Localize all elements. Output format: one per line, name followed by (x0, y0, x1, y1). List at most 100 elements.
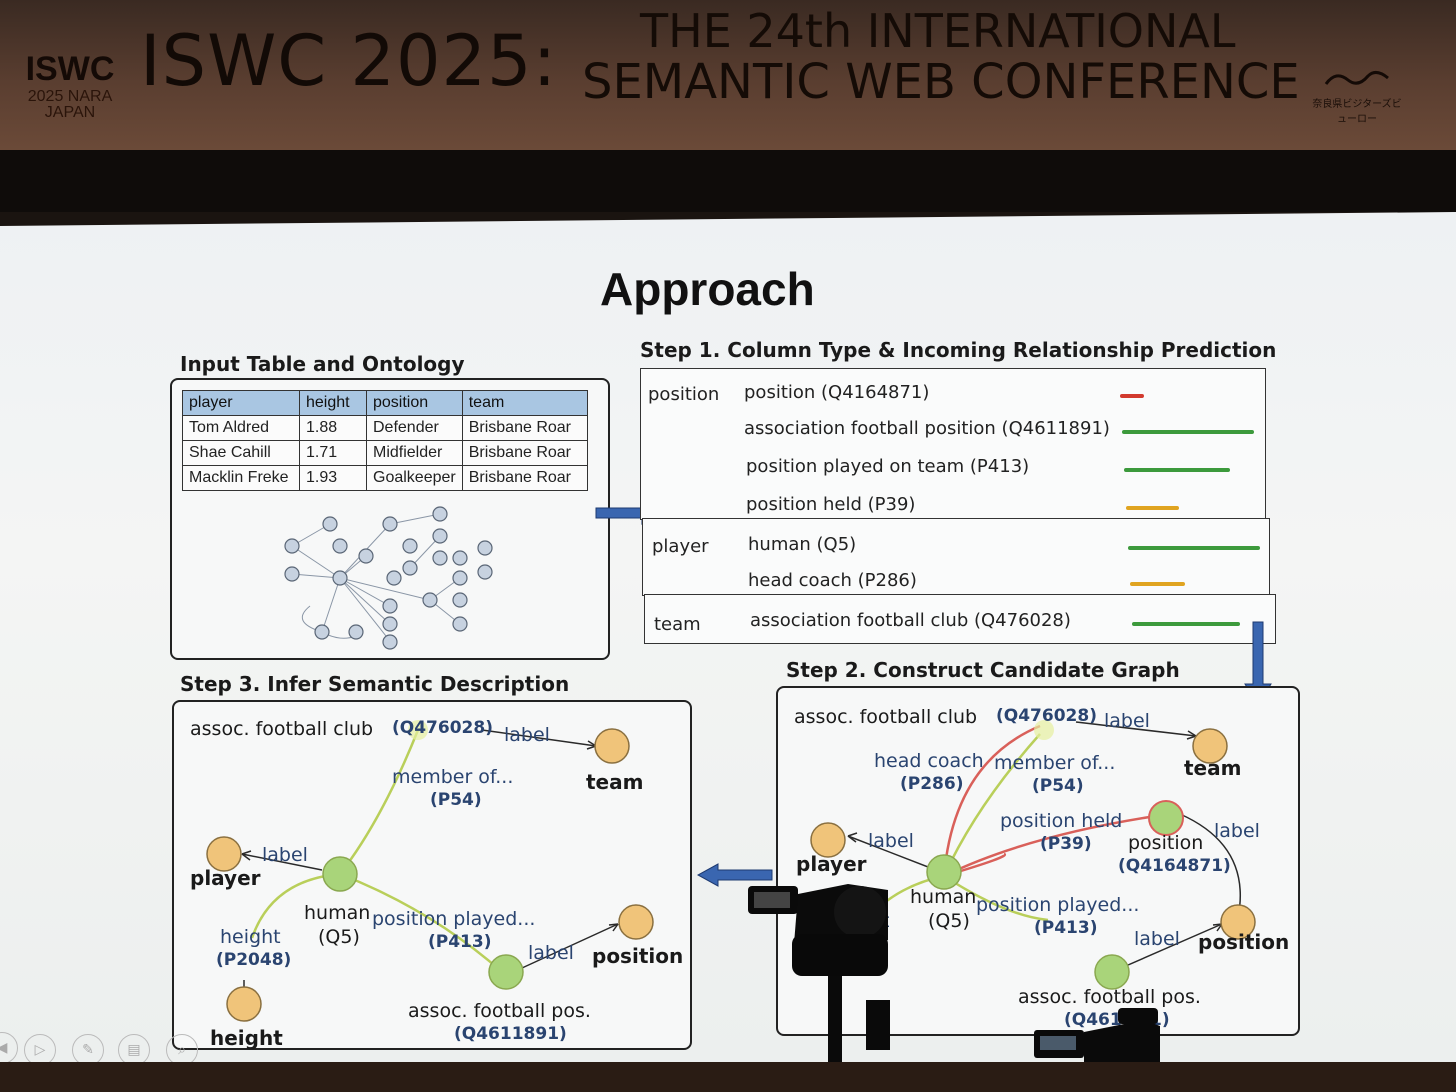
step3-player-label-edge: label (262, 844, 308, 866)
score-bar (1122, 430, 1254, 434)
step3-graph (206, 720, 654, 1022)
step1-column-name: team (654, 614, 701, 635)
step1-heading: Step 1. Column Type & Incoming Relations… (640, 338, 1277, 362)
step3-club-code: (Q476028) (392, 718, 493, 738)
step2-position-label-edge: label (1214, 820, 1260, 842)
step2-position-held: position held (1000, 810, 1123, 832)
sponsor-text: 奈良県ビジターズビューロー (1312, 99, 1402, 125)
step1-candidate: position held (P39) (746, 494, 916, 515)
step2-assoc-pos: assoc. football pos. (1018, 986, 1201, 1008)
step1-candidate: position (Q4164871) (744, 382, 930, 403)
step2-head-coach: head coach (874, 750, 984, 772)
step1-group-position (640, 368, 1266, 520)
wave-icon (1324, 71, 1389, 85)
score-bar (1128, 546, 1260, 550)
arrow-left-icon (696, 863, 773, 887)
table-row: Tom Aldred 1.88 Defender Brisbane Roar (182, 415, 588, 441)
table-header-row: player height position team (182, 390, 588, 416)
step1-candidate: head coach (P286) (748, 570, 917, 591)
step1-candidate: position played on team (P413) (746, 456, 1030, 477)
step3-human-code: (Q5) (318, 926, 360, 948)
table-cell: Brisbane Roar (461, 465, 588, 491)
step1-group-team (644, 594, 1276, 644)
table-cell: 1.93 (299, 465, 367, 491)
step2-label-edge: label (1104, 710, 1150, 732)
score-bar (1120, 394, 1144, 398)
stage-dark-band (0, 150, 1456, 212)
banner-title-line1: THE 24th INTERNATIONAL (640, 4, 1236, 58)
logo-mark: ISWC (25, 50, 115, 88)
sponsor-logo: 奈良県ビジターズビューロー (1312, 66, 1402, 125)
ontology-graph (284, 506, 493, 650)
score-bar (1132, 622, 1240, 626)
table-row: Shae Cahill 1.71 Midfielder Brisbane Roa… (182, 440, 588, 466)
table-header-cell: player (182, 390, 300, 416)
step2-team-node: team (1184, 756, 1242, 780)
step1-candidate: human (Q5) (748, 534, 857, 555)
step2-head-coach-code: (P286) (900, 774, 964, 794)
table-cell: Midfielder (366, 440, 463, 466)
table-row: Macklin Freke 1.93 Goalkeeper Brisbane R… (182, 465, 588, 491)
step2-label-edge-pos: label (1134, 928, 1180, 950)
input-table: player height position team Tom Aldred 1… (182, 390, 588, 491)
slide-title: Approach (600, 263, 815, 315)
video-camera-icon (748, 884, 890, 1092)
step2-position-node: position (1198, 930, 1290, 954)
step1-candidate: association football position (Q4611891) (744, 418, 1110, 439)
table-cell: Tom Aldred (182, 415, 300, 441)
input-heading: Input Table and Ontology (180, 352, 465, 376)
step3-team-node: team (586, 770, 644, 794)
step2-member-of: member of... (994, 752, 1116, 774)
step3-height-prop: height (220, 926, 281, 948)
conference-banner: ISWC 2025 NARA JAPAN ISWC 2025: THE 24th… (0, 0, 1456, 150)
step1-column-name: position (648, 384, 720, 405)
step3-club: assoc. football club (190, 718, 374, 740)
step2-position-class: position (1128, 832, 1204, 854)
logo-sub: 2025 NARA JAPAN (27, 88, 113, 121)
step3-position-played-code: (P413) (428, 932, 492, 952)
table-cell: Defender (366, 415, 463, 441)
step1-column-name: player (652, 536, 709, 557)
projected-slide: Approach Input Table and Ontology player… (0, 212, 1456, 1062)
step3-label-edge-pos: label (528, 942, 574, 964)
table-cell: Brisbane Roar (461, 415, 588, 441)
banner-big-title: ISWC 2025: (140, 20, 558, 102)
banner-title-line2: SEMANTIC WEB CONFERENCE (582, 54, 1300, 110)
step2-graph (810, 720, 1256, 990)
step3-player-node: player (190, 866, 261, 890)
step2-assoc-pos-code: (Q461 (1064, 1010, 1122, 1030)
step2-club: assoc. football club (794, 706, 978, 728)
step3-position-played: position played... (372, 908, 536, 930)
score-bar (1124, 468, 1230, 472)
step3-heading: Step 3. Infer Semantic Description (180, 672, 570, 696)
step2-member-code: (P54) (1032, 776, 1084, 796)
table-cell: Goalkeeper (366, 465, 463, 491)
step3-height-node: height (210, 1026, 283, 1050)
iswc-logo: ISWC 2025 NARA JAPAN (10, 12, 130, 124)
step3-member-of: member of... (392, 766, 514, 788)
score-bar (1126, 506, 1179, 510)
step1-table: position position (Q4164871) association… (640, 368, 1280, 644)
table-cell: Brisbane Roar (461, 440, 588, 466)
table-cell: Macklin Freke (182, 465, 300, 491)
table-header-cell: position (366, 390, 463, 416)
step2-human-code: (Q5) (928, 910, 970, 932)
step2-player-label-edge: label (868, 830, 914, 852)
table-cell: 1.71 (299, 440, 367, 466)
step2-position-held-code: (P39) (1040, 834, 1092, 854)
stage-floor (0, 1062, 1456, 1092)
step3-position-node: position (592, 944, 684, 968)
step3-assoc-pos-code: (Q4611891) (454, 1024, 567, 1044)
step2-position-class-code: (Q4164871) (1118, 856, 1231, 876)
step3-member-code: (P54) (430, 790, 482, 810)
step2-position-played: position played... (976, 894, 1140, 916)
table-cell: 1.88 (299, 415, 367, 441)
step3-label-edge: label (504, 724, 550, 746)
step2-player-node: player (796, 852, 867, 876)
table-header-cell: team (461, 390, 588, 416)
table-cell: Shae Cahill (182, 440, 300, 466)
step2-human: human (910, 886, 977, 908)
step1-candidate: association football club (Q476028) (750, 610, 1071, 631)
table-header-cell: height (299, 390, 367, 416)
step3-assoc-pos: assoc. football pos. (408, 1000, 591, 1022)
